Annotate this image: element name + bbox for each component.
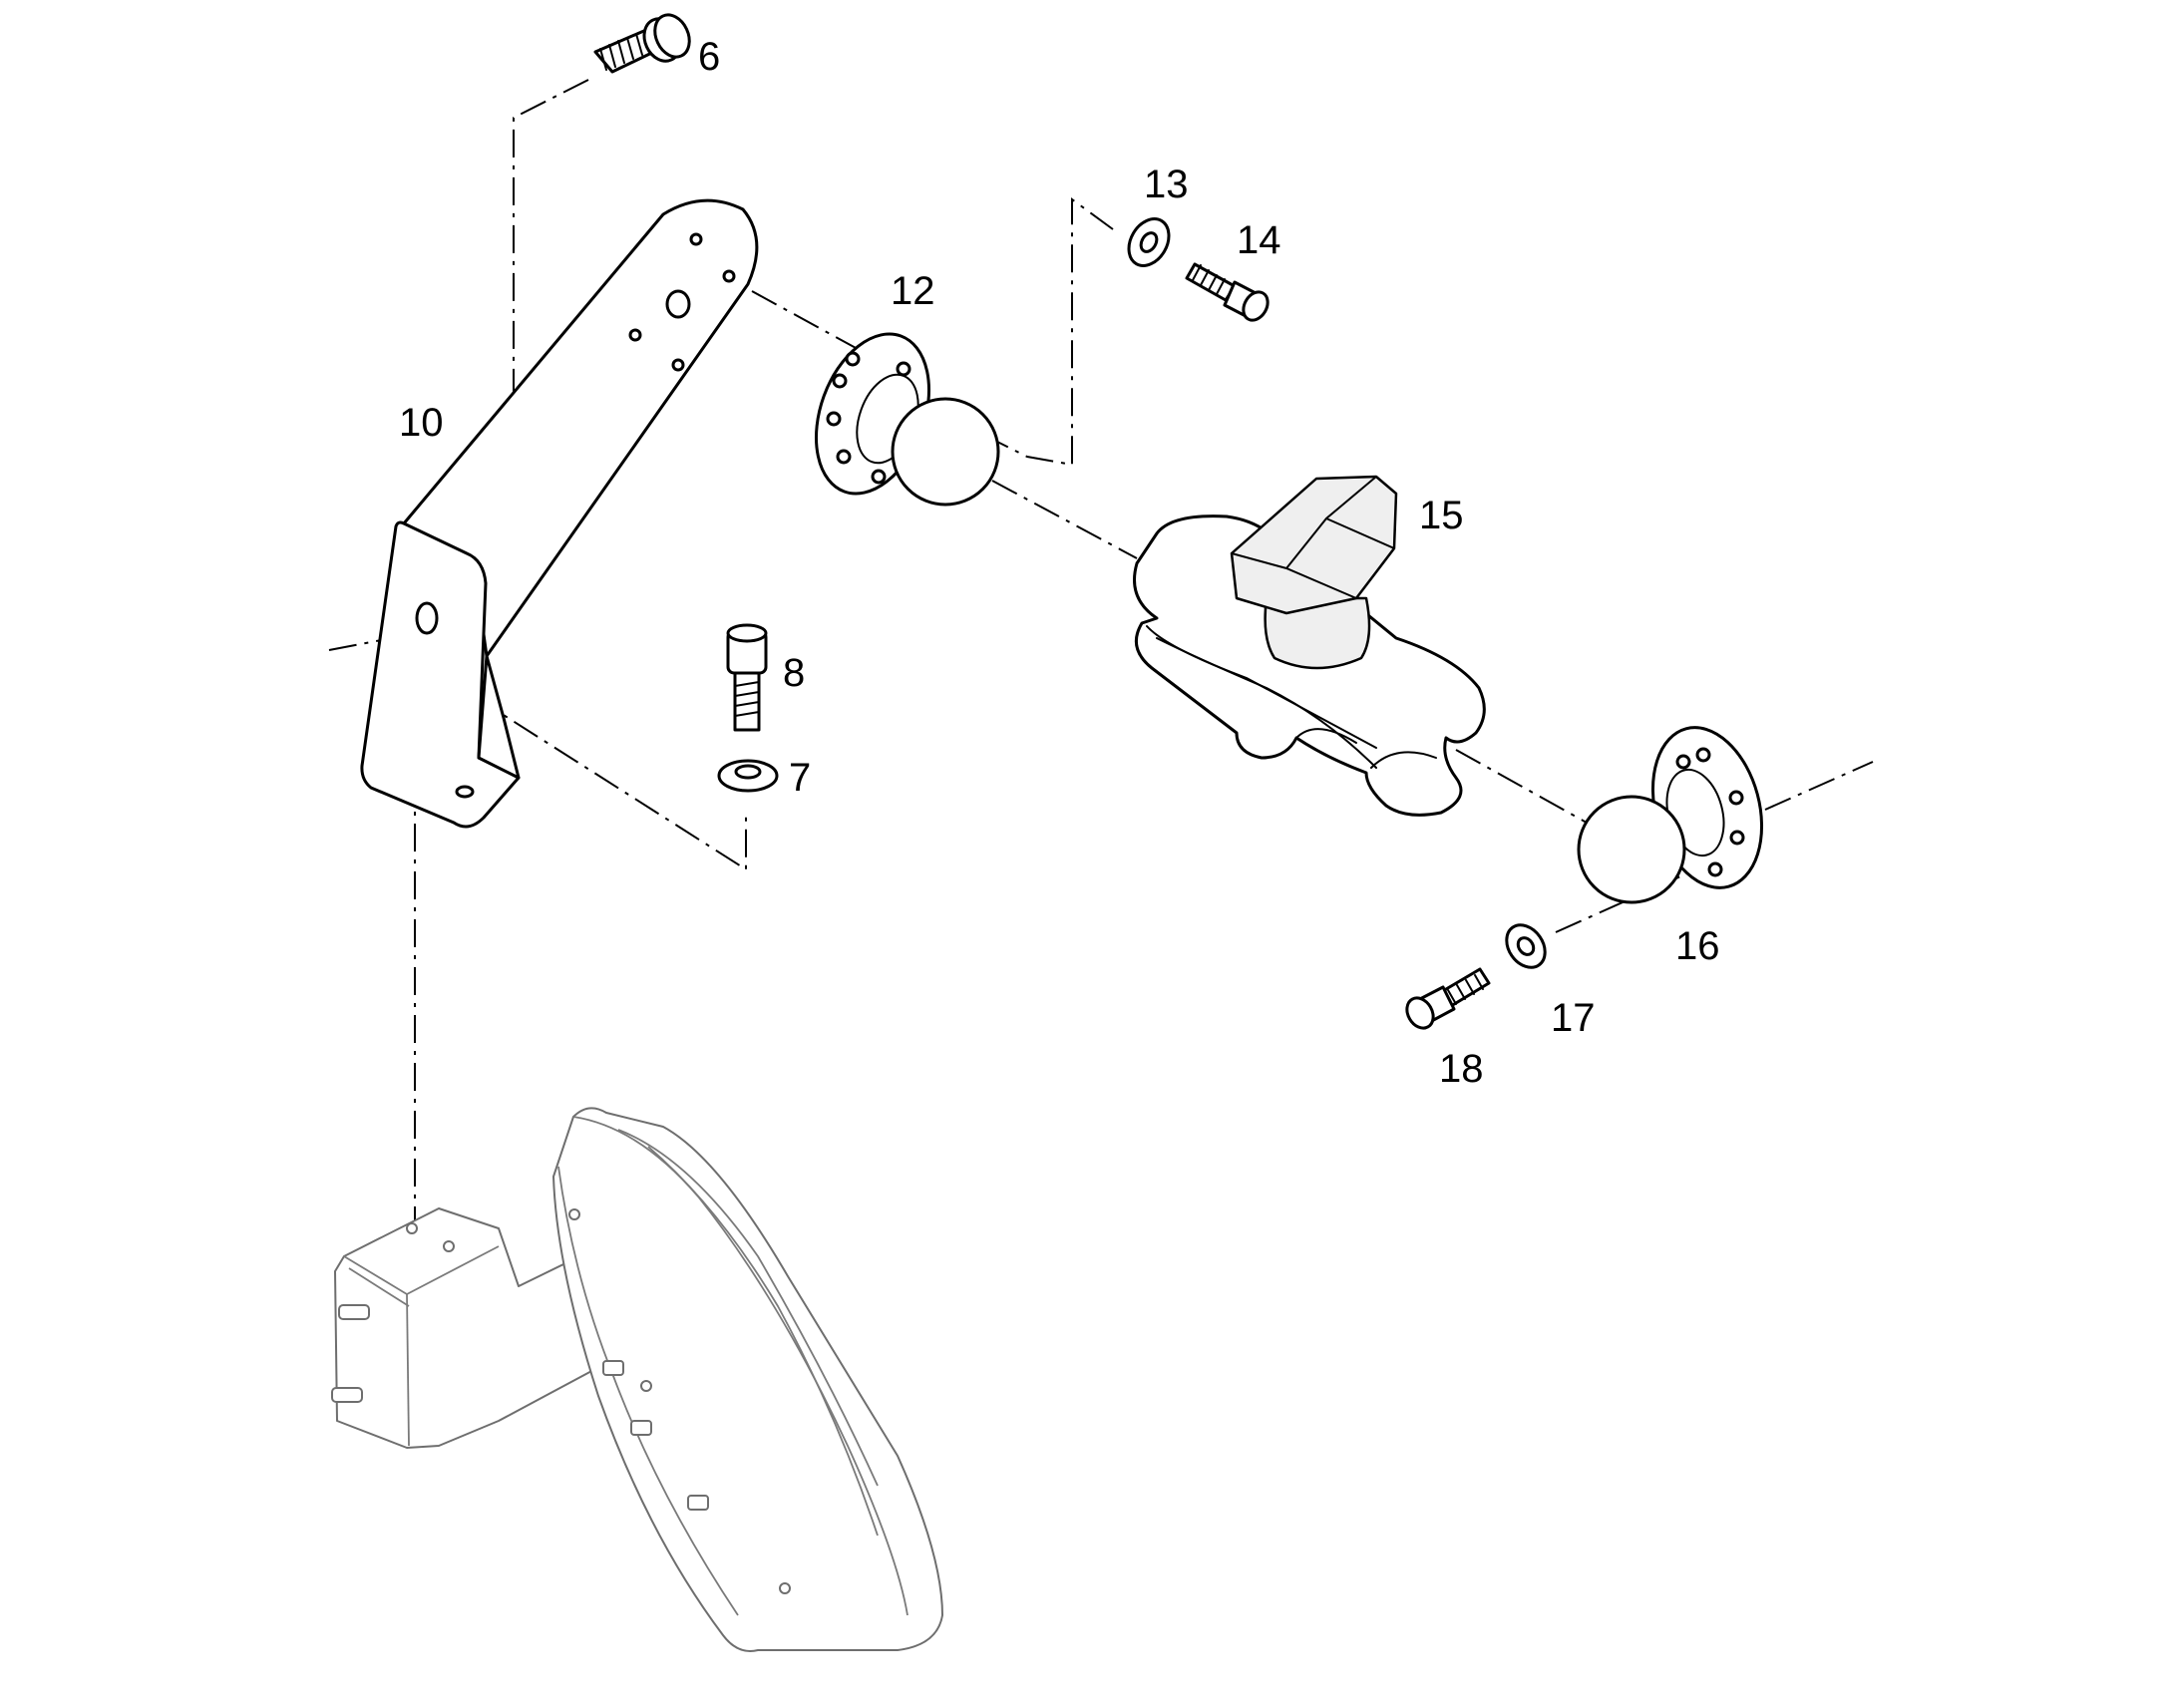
- callout-15: 15: [1419, 494, 1464, 537]
- cap-screw-part-18: [1405, 967, 1491, 1030]
- assembly-centerlines: [328, 79, 1874, 1228]
- callout-10: 10: [399, 401, 444, 445]
- washer-part-17: [1505, 923, 1547, 969]
- cap-screw-part-14: [1185, 262, 1270, 322]
- callout-17: 17: [1551, 996, 1596, 1040]
- leader-washer-7: [473, 695, 747, 871]
- ball-mount-part-16: [1577, 726, 1764, 904]
- callout-6: 6: [698, 35, 720, 79]
- cap-screw-part-8: [726, 623, 768, 732]
- washer-part-7: [717, 759, 779, 793]
- double-socket-arm-part-15: [1133, 475, 1486, 817]
- callout-12: 12: [891, 269, 935, 313]
- callout-8: 8: [783, 651, 805, 695]
- washer-part-13: [1127, 217, 1171, 267]
- screw-part-6: [593, 13, 691, 74]
- callout-18: 18: [1439, 1047, 1484, 1091]
- callout-14: 14: [1237, 218, 1281, 262]
- leader-arm-to-ball16: [1455, 749, 1597, 829]
- leader-ball16-right: [1764, 761, 1874, 811]
- leader-plate-12: [751, 290, 859, 350]
- callout-16: 16: [1675, 924, 1720, 968]
- callout-7: 7: [789, 756, 811, 800]
- callout-13: 13: [1144, 163, 1189, 206]
- leader-ball-to-arm: [991, 480, 1138, 559]
- display-unit-reference: [331, 1107, 943, 1652]
- callout-labels: 6 8 7 10 12 13 14 15 16 17 18: [399, 35, 1720, 1091]
- ball-mount-part-12: [814, 332, 1000, 507]
- l-bracket-part-10: [360, 198, 759, 829]
